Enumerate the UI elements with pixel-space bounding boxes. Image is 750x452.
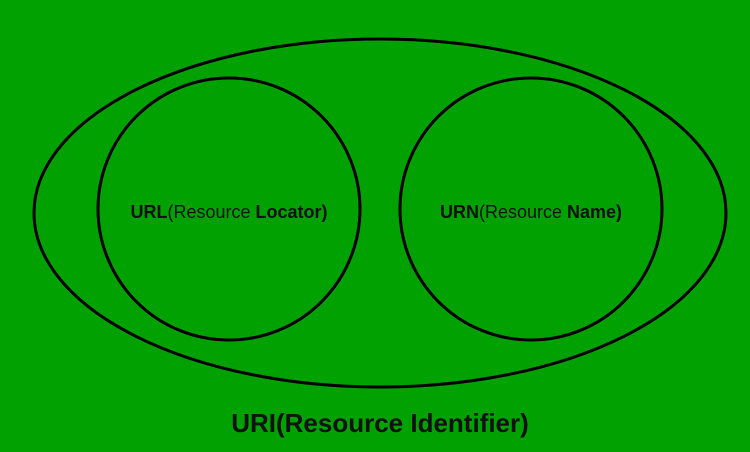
urn-label: URN(Resource Name) — [440, 202, 622, 222]
urn-resource-text: (Resource — [479, 202, 567, 222]
urn-circle — [398, 76, 664, 342]
uri-label: URI(Resource Identifier) — [231, 408, 529, 438]
url-circle — [96, 76, 362, 342]
urn-keyword: Name — [567, 202, 616, 222]
url-resource-text: (Resource — [167, 202, 255, 222]
urn-abbr: URN — [440, 202, 479, 222]
urn-close-paren: ) — [616, 202, 622, 222]
uri-ellipse — [32, 37, 728, 389]
url-label: URL(Resource Locator) — [130, 202, 327, 222]
url-abbr: URL — [130, 202, 167, 222]
url-keyword: Locator — [256, 202, 322, 222]
url-close-paren: ) — [322, 202, 328, 222]
